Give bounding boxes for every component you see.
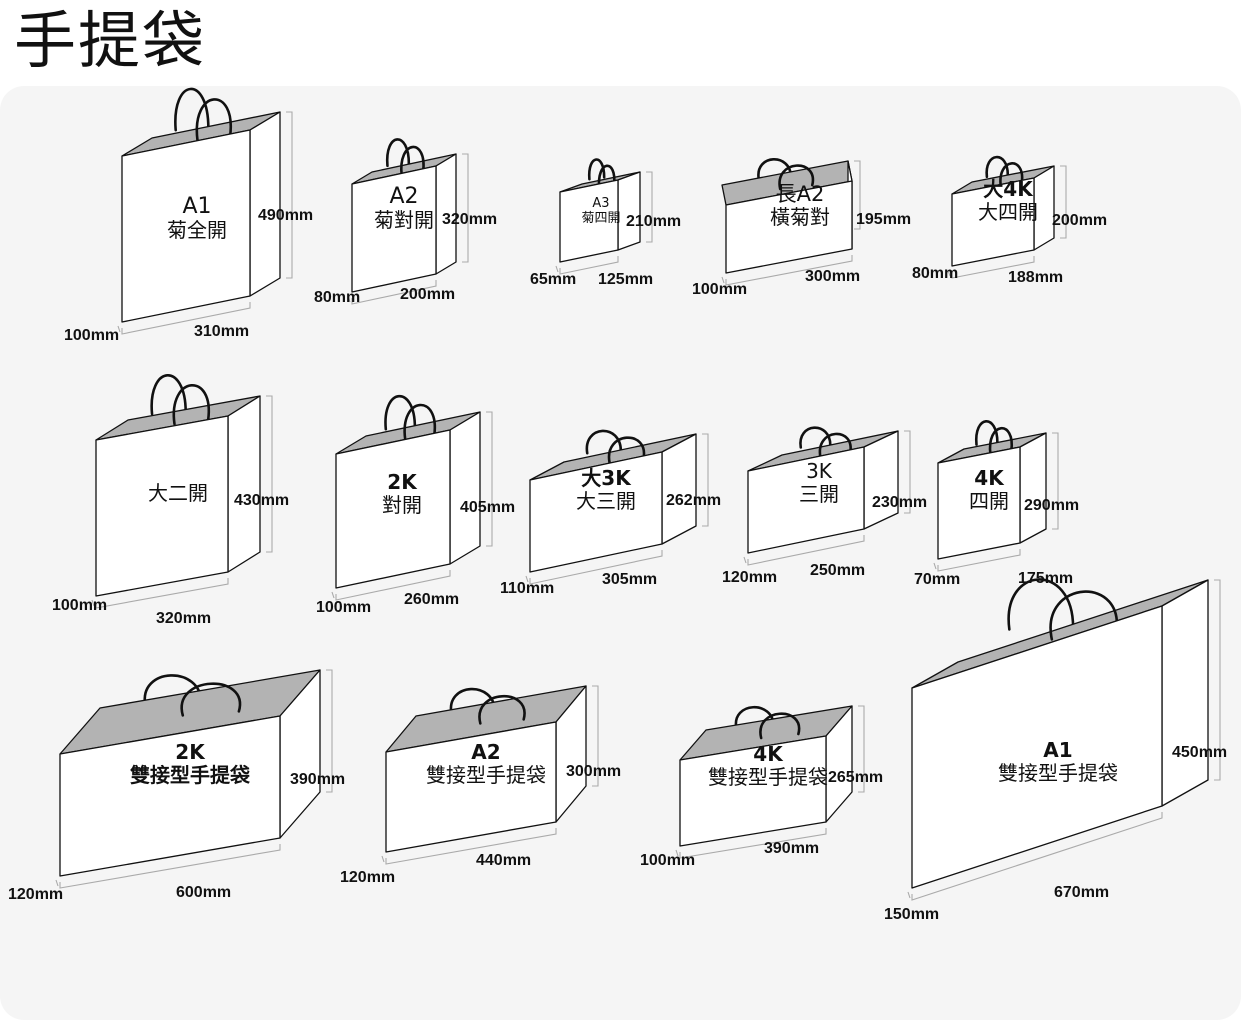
page-title: 手提袋 [14, 4, 207, 77]
bag-catalog-panel [0, 86, 1241, 1020]
